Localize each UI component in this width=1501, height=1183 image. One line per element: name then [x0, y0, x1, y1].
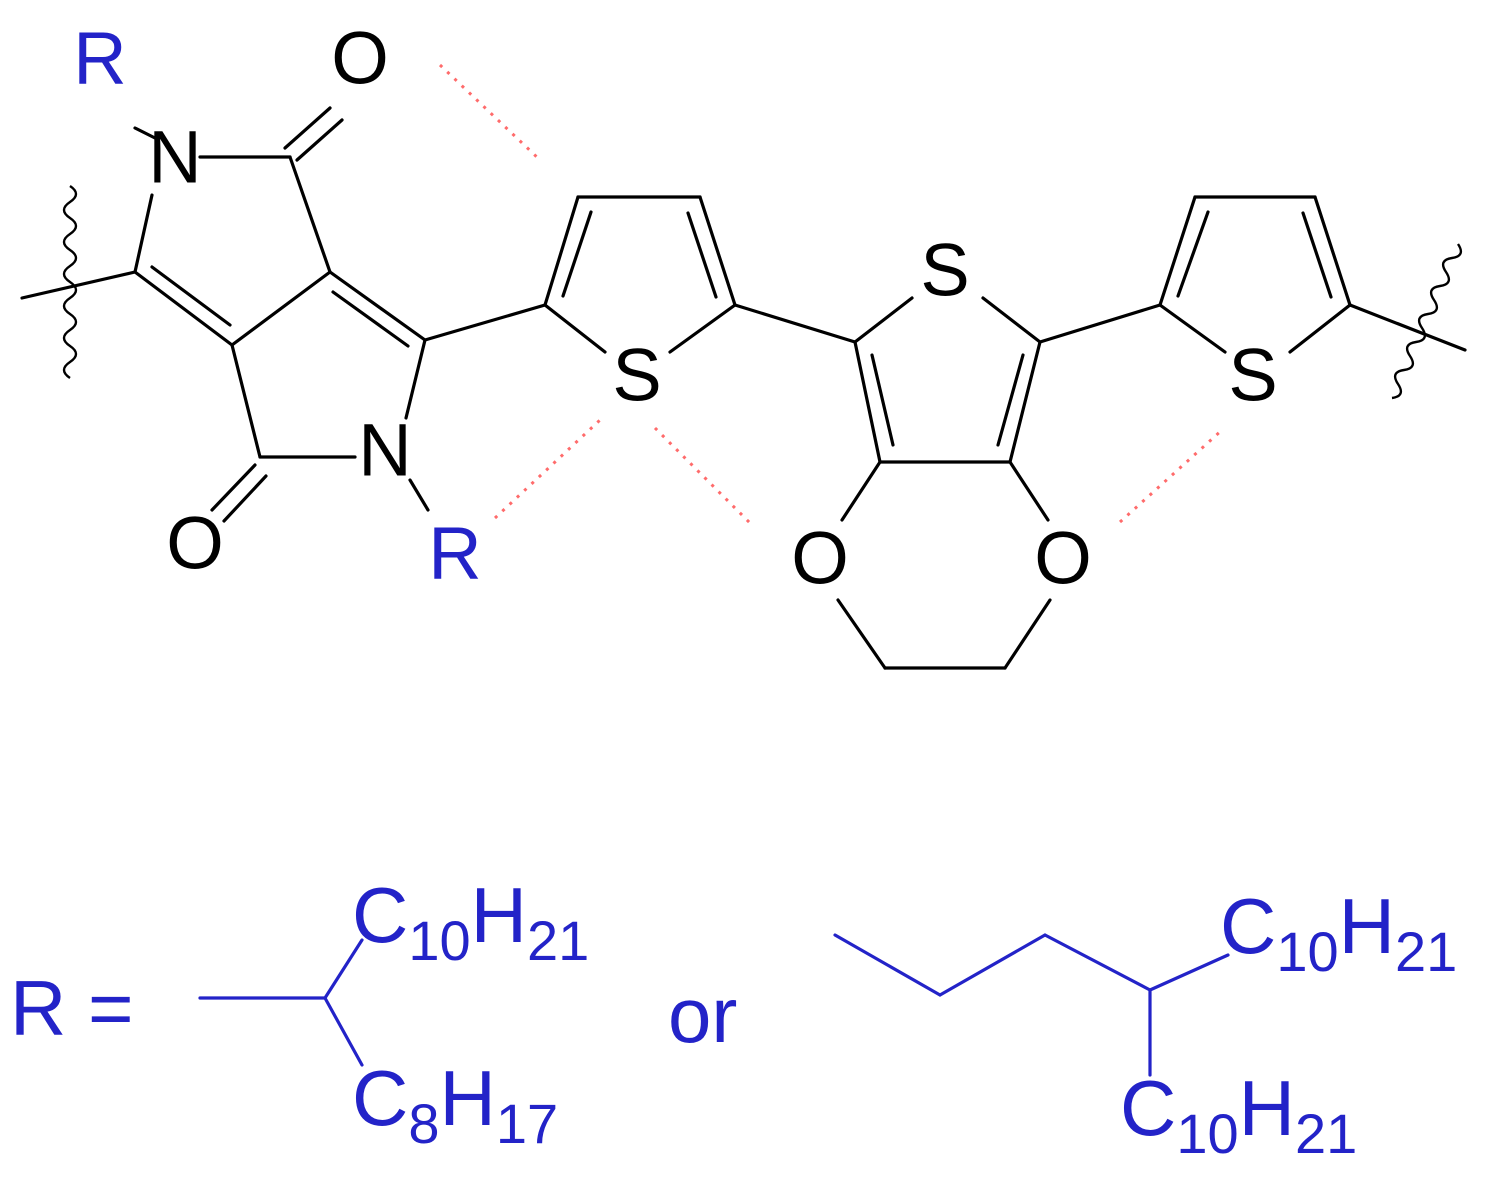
dpp-core-bonds — [20, 106, 547, 523]
atom-o-edot-right: O — [1034, 517, 1092, 600]
side-chain-2: C10H21 C10H21 — [833, 882, 1457, 1165]
atom-o-top: O — [331, 17, 389, 100]
wavy-cap-right — [1391, 243, 1463, 400]
atom-n-top: N — [148, 116, 201, 199]
formula-c10h21-right-bottom: C10H21 — [1120, 1064, 1357, 1165]
formula-c8h17-bottom: C8H17 — [352, 1054, 558, 1155]
atom-o-bottom: O — [166, 502, 224, 585]
atom-s-edot: S — [920, 229, 969, 312]
noncovalent-interactions — [438, 63, 1224, 527]
side-chain-1: C10H21 C8H17 — [198, 871, 589, 1155]
atom-s-thiophene-right: S — [1228, 334, 1277, 417]
r-group-legend: R = C10H21 C8H17 or C10H21 C10H21 — [10, 871, 1457, 1165]
atom-s-thiophene-left: S — [612, 334, 661, 417]
edot-bonds — [836, 296, 1162, 670]
wavy-cap-left — [62, 185, 78, 379]
atom-r-bottom: R — [428, 512, 481, 595]
formula-c10h21-right-top: C10H21 — [1220, 882, 1457, 983]
r-equals-label: R = — [10, 964, 134, 1052]
atom-r-top: R — [73, 17, 126, 100]
atom-o-edot-left: O — [791, 517, 849, 600]
thiophene-right-bonds — [1158, 195, 1467, 354]
thiophene-left-bonds — [543, 195, 857, 354]
atom-labels: R N O N R O S S S O O — [73, 17, 1277, 600]
formula-c10h21-top: C10H21 — [352, 871, 589, 972]
atom-n-bottom: N — [358, 409, 411, 492]
or-label: or — [668, 971, 737, 1059]
